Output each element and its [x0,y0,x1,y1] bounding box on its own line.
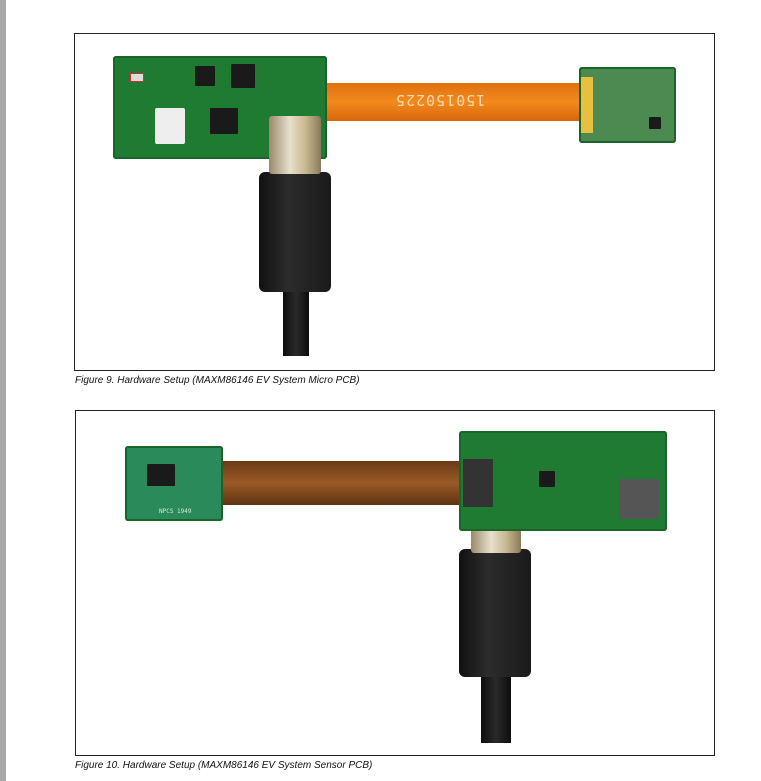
sensor-pcb: NPCS 1949 [125,446,223,521]
flex-ribbon-cable [325,83,583,121]
figure-9-caption: Figure 9. Hardware Setup (MAXM86146 EV S… [75,375,360,386]
sensor-pcb [579,67,676,143]
micro-pcb [113,56,327,159]
usb-cable [481,673,511,743]
ribbon-marking: 150150225 [395,91,486,109]
figure-9-photo: 150150225 [74,33,715,371]
figure-10-photo: NPCS 1949 [75,410,715,756]
usb-c-plug [459,549,531,677]
sensor-marking: NPCS 1949 [159,508,192,515]
usb-cable [283,284,309,356]
usb-c-connector [269,116,321,174]
flex-ribbon-cable [221,461,471,505]
figure-10-caption: Figure 10. Hardware Setup (MAXM86146 EV … [75,760,373,771]
viewer-sidebar-edge [0,0,6,781]
usb-c-connector [471,529,521,553]
main-pcb [459,431,667,531]
usb-c-plug [259,172,331,292]
